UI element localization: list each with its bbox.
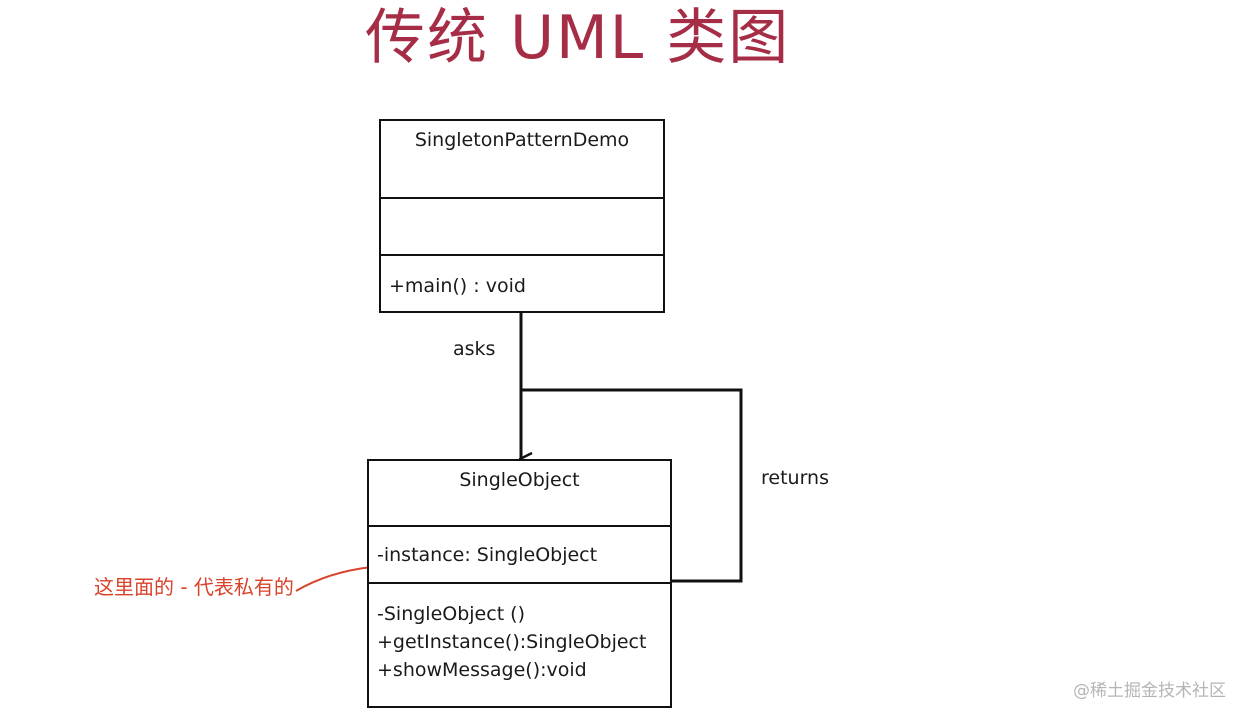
class-operations: -SingleObject () +getInstance():SingleOb… <box>369 584 670 684</box>
class-single-object: SingleObject -instance: SingleObject -Si… <box>367 459 672 708</box>
operation-main: +main() : void <box>389 275 526 297</box>
attribute-instance: -instance: SingleObject <box>377 544 598 566</box>
annotation-pointer <box>295 566 373 592</box>
class-singleton-pattern-demo: SingletonPatternDemo +main() : void <box>379 119 665 313</box>
operation-show-message: +showMessage():void <box>377 659 587 681</box>
class-operations: +main() : void <box>381 256 663 311</box>
class-attributes: -instance: SingleObject <box>369 527 670 584</box>
operation-constructor: -SingleObject () <box>377 603 526 625</box>
returns-label: returns <box>761 467 829 489</box>
diagram-title: 传统 UML 类图 <box>365 3 791 73</box>
class-name: SingleObject <box>369 461 670 527</box>
asks-label: asks <box>453 338 496 360</box>
private-annotation: 这里面的 - 代表私有的 <box>94 575 294 599</box>
operation-get-instance: +getInstance():SingleObject <box>377 631 647 653</box>
watermark: @稀土掘金技术社区 <box>1073 681 1226 701</box>
class-attributes <box>381 199 663 256</box>
class-name: SingletonPatternDemo <box>381 121 663 199</box>
